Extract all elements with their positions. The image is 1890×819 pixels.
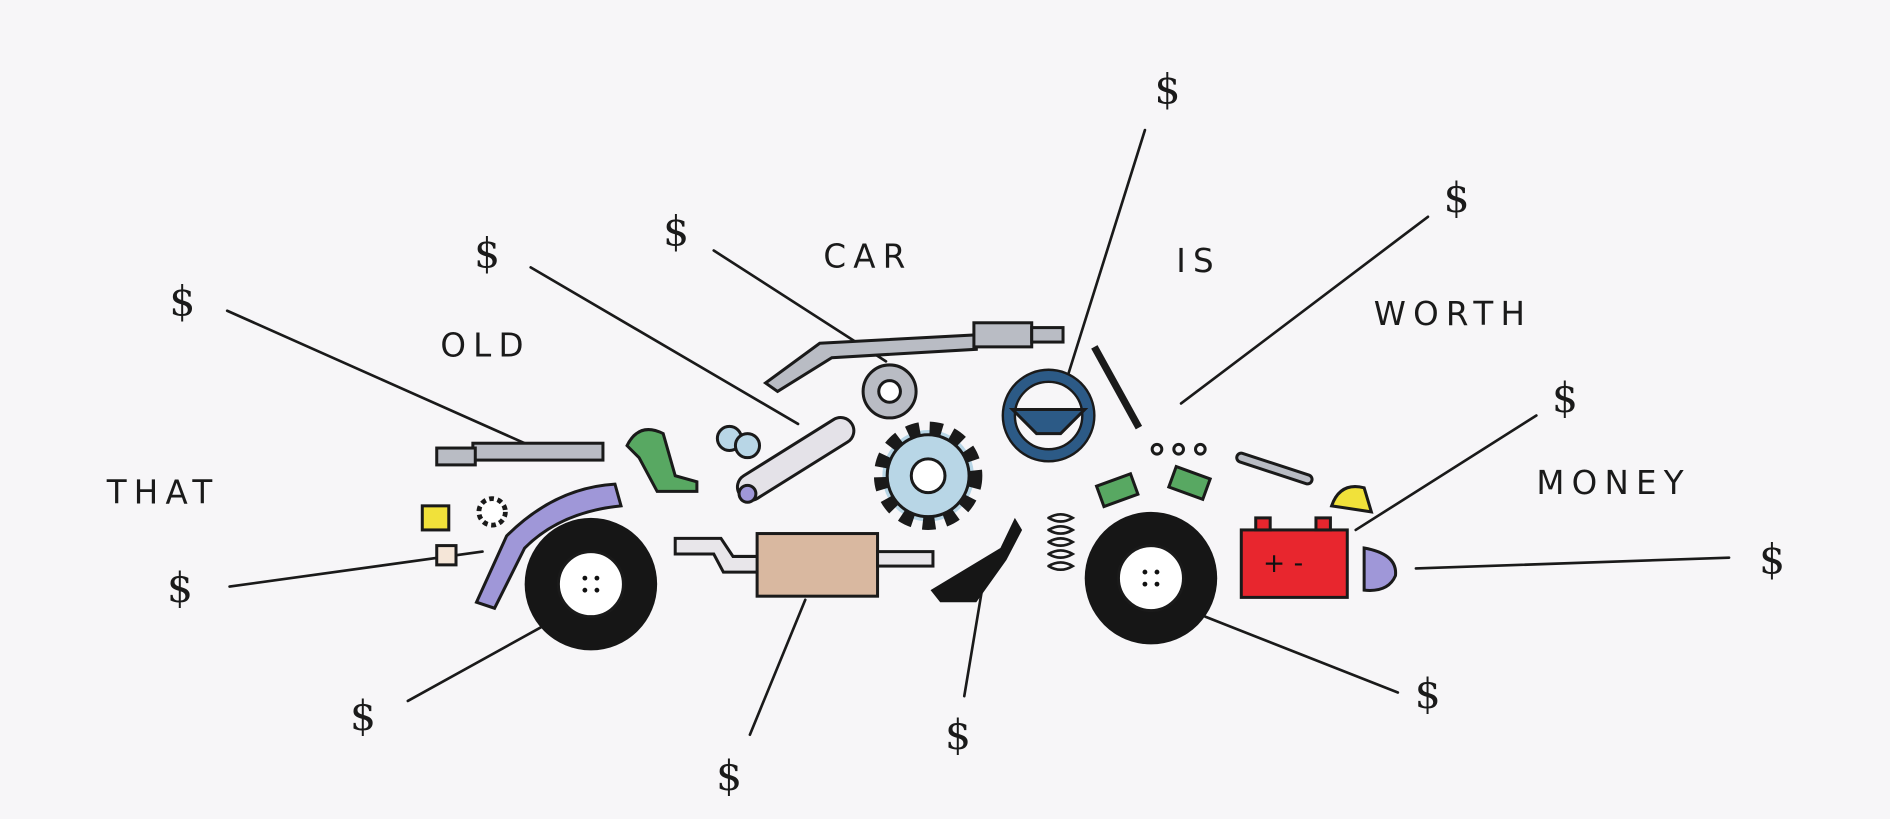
- dollar-sign: $: [1155, 66, 1181, 114]
- turbocharger: [762, 321, 1065, 420]
- dollar-sign: $: [1444, 174, 1470, 222]
- front-wheel: [1084, 511, 1218, 645]
- dollar-sign: $: [1552, 374, 1578, 422]
- caption-words: THAT OLD CAR IS WORTH MONEY: [106, 237, 1690, 511]
- dollar-sign: $: [1415, 670, 1441, 718]
- battery: + -: [1239, 516, 1349, 599]
- spring: [1047, 512, 1076, 572]
- headlight: [1362, 546, 1397, 592]
- cash-bill: [1094, 471, 1140, 509]
- dollar-sign: $: [474, 229, 500, 277]
- word-money: MONEY: [1536, 464, 1690, 502]
- word-is: IS: [1176, 242, 1221, 280]
- word-worth: WORTH: [1374, 295, 1532, 333]
- yellow-block: [420, 504, 451, 532]
- small-gear: [476, 496, 508, 528]
- word-that: THAT: [106, 473, 220, 511]
- rear-wheel: [524, 517, 658, 651]
- word-car: CAR: [823, 237, 912, 275]
- dollar-sign: $: [716, 752, 742, 800]
- dollar-sign: $: [169, 278, 195, 326]
- gear: [873, 421, 983, 530]
- shifter: [930, 517, 1023, 603]
- bracket: [625, 428, 699, 493]
- cash-bill: [1166, 464, 1213, 502]
- dollar-sign: $: [1759, 535, 1785, 583]
- dollar-sign: $: [350, 692, 376, 740]
- leader-lines: [225, 128, 1731, 737]
- dipstick: [1091, 345, 1143, 430]
- car-parts: + -: [420, 321, 1397, 651]
- dollar-sign: $: [945, 711, 971, 759]
- drive-shaft: [435, 441, 605, 467]
- word-old: OLD: [440, 327, 530, 365]
- dollar-sign: $: [167, 564, 193, 612]
- fender: [474, 482, 623, 611]
- muffler: [673, 532, 935, 598]
- dollar-signs: $ $ $ $ $ $ $ $ $ $ $ $: [167, 66, 1785, 801]
- indicator-light: [1329, 485, 1374, 514]
- dollar-sign: $: [663, 208, 689, 256]
- svg-text:+ -: + -: [1263, 548, 1303, 579]
- steering-wheel: [1001, 368, 1096, 463]
